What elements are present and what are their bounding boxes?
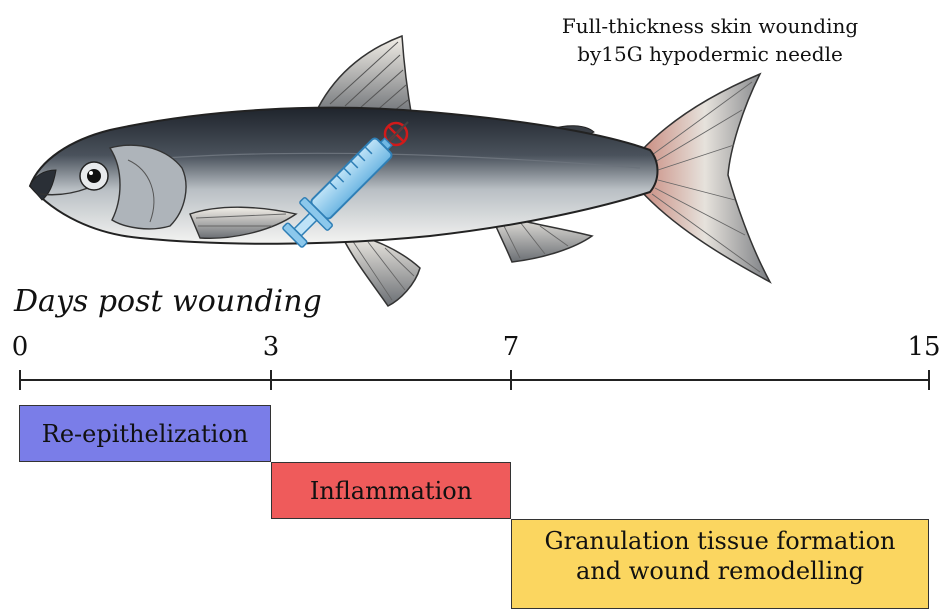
timeline-title: Days post wounding: [14, 284, 322, 319]
phase-label: Re-epithelization: [42, 419, 248, 449]
phase-label-line-2: and wound remodelling: [544, 556, 895, 586]
phase-label-line-1: Granulation tissue formation: [544, 526, 895, 556]
annotation-line-1: Full-thickness skin wounding: [530, 12, 890, 40]
phase-inflammation: Inflammation: [271, 462, 511, 519]
phase-re-epithelization: Re-epithelization: [19, 405, 271, 462]
pelvic-fin: [340, 232, 420, 306]
phase-label: Inflammation: [310, 476, 472, 506]
wounding-annotation: Full-thickness skin wounding by15G hypod…: [530, 12, 890, 68]
caudal-fin: [640, 74, 770, 282]
annotation-line-2: by15G hypodermic needle: [530, 40, 890, 68]
dorsal-fin: [318, 36, 412, 118]
